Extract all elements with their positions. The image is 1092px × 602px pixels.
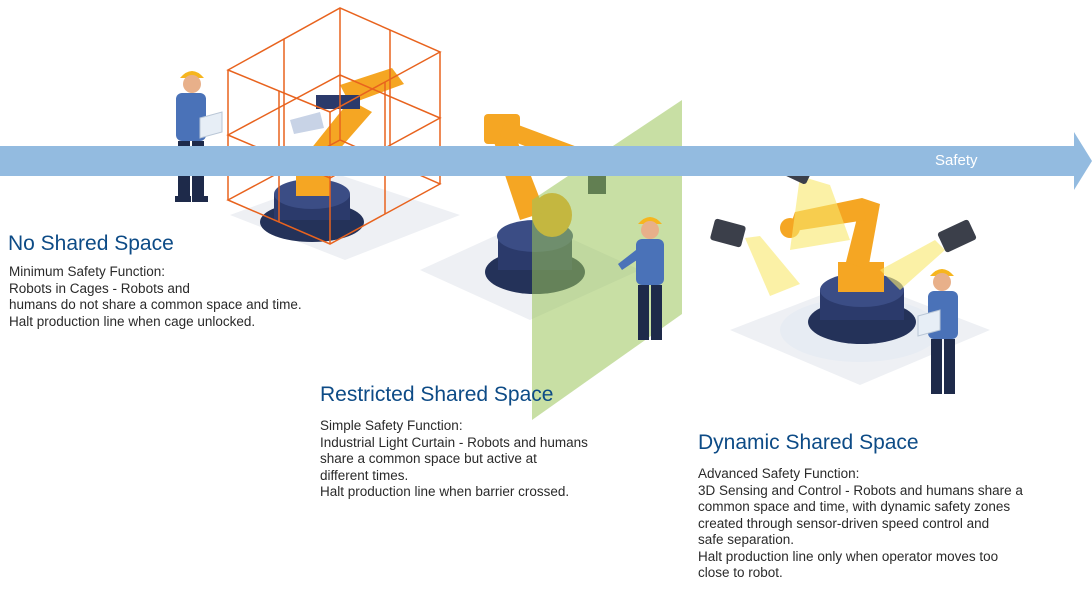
desc-line: different times. — [320, 467, 409, 483]
worker-3 — [917, 269, 958, 394]
stage-desc-no-shared-space: Minimum Safety Function: Robots in Cages… — [9, 264, 302, 330]
desc-line: Halt production line when barrier crosse… — [320, 484, 570, 499]
safety-arrow — [0, 146, 1074, 176]
desc-line: humans do not share a common space and t… — [9, 297, 302, 312]
desc-line: Robots in Cages - Robots and — [9, 280, 190, 296]
desc-line: common space and time, with dynamic safe… — [698, 499, 1011, 514]
sensor-beam-3 — [880, 240, 945, 290]
desc-line: Simple Safety Function: — [320, 418, 463, 433]
sensor-beam-1 — [790, 176, 850, 250]
desc-line: Advanced Safety Function: — [698, 466, 860, 481]
desc-line: 3D Sensing and Control - Robots and huma… — [698, 482, 1023, 498]
desc-line: close to robot. — [698, 565, 783, 580]
desc-line: Minimum Safety Function: — [9, 264, 166, 279]
desc-line: safe separation. — [698, 532, 795, 547]
sensor-beam-2 — [745, 236, 800, 296]
stage-title-dynamic-shared-space: Dynamic Shared Space — [698, 431, 919, 454]
desc-line: created through sensor-driven speed cont… — [698, 515, 990, 531]
stage-title-no-shared-space: No Shared Space — [8, 232, 174, 255]
safety-arrow-head — [1074, 132, 1092, 190]
desc-line: Industrial Light Curtain - Robots and hu… — [320, 434, 588, 450]
desc-line: Halt production line when cage unlocked. — [9, 313, 256, 329]
sensor-camera-2 — [710, 218, 746, 248]
safety-arrow-label: Safety — [935, 152, 978, 169]
stage-title-restricted-shared-space: Restricted Shared Space — [320, 383, 554, 406]
desc-line: Halt production line only when operator … — [698, 548, 999, 564]
desc-line: share a common space but active at — [320, 451, 537, 466]
sensor-camera-3 — [937, 219, 977, 253]
worker-1 — [175, 71, 223, 202]
worker-2 — [618, 217, 664, 340]
stage-desc-dynamic-shared-space: Advanced Safety Function: 3D Sensing and… — [698, 466, 1023, 582]
stage-desc-restricted-shared-space: Simple Safety Function: Industrial Light… — [320, 418, 588, 501]
